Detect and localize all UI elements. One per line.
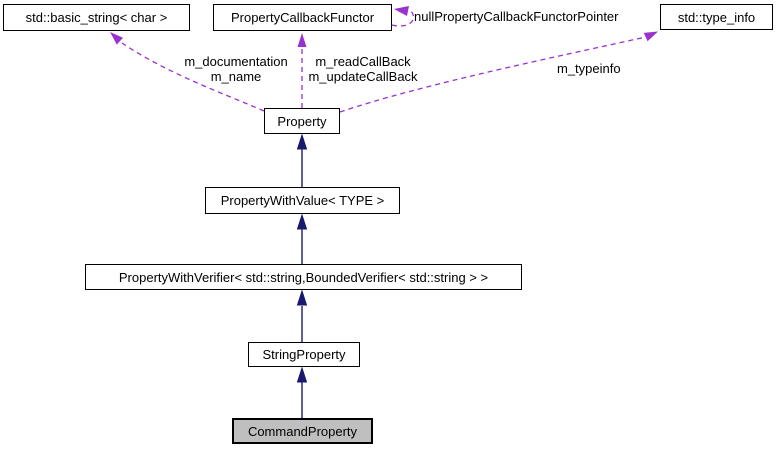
edge-usage-null-pointer-selfloop bbox=[391, 10, 415, 27]
node-string-property-label: StringProperty bbox=[262, 347, 346, 362]
node-property-callback-functor-label: PropertyCallbackFunctor bbox=[230, 10, 375, 25]
node-property-label: Property bbox=[277, 113, 327, 129]
node-std-basic-string[interactable]: std::basic_string< char > bbox=[3, 4, 190, 31]
node-property[interactable]: Property bbox=[264, 108, 340, 134]
edge-label-m-read-callback: m_readCallBack bbox=[315, 54, 411, 69]
arrowhead-usage-null-pointer bbox=[394, 6, 409, 16]
node-property-with-value[interactable]: PropertyWithValue< TYPE > bbox=[205, 187, 400, 214]
node-command-property: CommandProperty bbox=[232, 418, 373, 444]
edge-label-documentation-name: m_documentation m_name bbox=[158, 54, 314, 84]
edge-label-m-documentation: m_documentation bbox=[184, 54, 288, 69]
arrowhead-inherit-command-to-string bbox=[296, 366, 308, 383]
node-property-with-value-label: PropertyWithValue< TYPE > bbox=[220, 193, 385, 208]
edge-label-m-update-callback: m_updateCallBack bbox=[308, 69, 418, 84]
node-std-type-info-label: std::type_info bbox=[677, 9, 756, 25]
arrowhead-inherit-string-to-verifier bbox=[296, 289, 308, 306]
node-std-type-info[interactable]: std::type_info bbox=[660, 4, 773, 30]
arrowhead-usage-callbacks bbox=[297, 33, 307, 47]
node-property-callback-functor[interactable]: PropertyCallbackFunctor bbox=[213, 4, 392, 31]
arrowhead-inherit-value-to-property bbox=[296, 133, 308, 150]
edge-usage-documentation bbox=[121, 42, 265, 112]
node-std-basic-string-label: std::basic_string< char > bbox=[25, 10, 168, 25]
node-string-property[interactable]: StringProperty bbox=[248, 342, 360, 367]
arrowhead-usage-typeinfo bbox=[643, 31, 658, 42]
node-property-with-verifier[interactable]: PropertyWithVerifier< std::string,Bounde… bbox=[85, 264, 522, 290]
node-property-with-verifier-label: PropertyWithVerifier< std::string,Bounde… bbox=[118, 269, 489, 285]
node-command-property-label: CommandProperty bbox=[247, 423, 358, 439]
edge-label-callbacks: m_readCallBack m_updateCallBack bbox=[299, 54, 427, 84]
edge-label-null-property-callback-functor-pointer: nullPropertyCallbackFunctorPointer bbox=[414, 9, 619, 24]
arrowhead-inherit-verifier-to-value bbox=[296, 213, 308, 230]
edge-label-m-name: m_name bbox=[210, 69, 262, 84]
edge-label-m-typeinfo: m_typeinfo bbox=[557, 61, 621, 76]
arrowhead-usage-documentation bbox=[110, 32, 123, 45]
edge-usage-typeinfo bbox=[339, 36, 647, 113]
